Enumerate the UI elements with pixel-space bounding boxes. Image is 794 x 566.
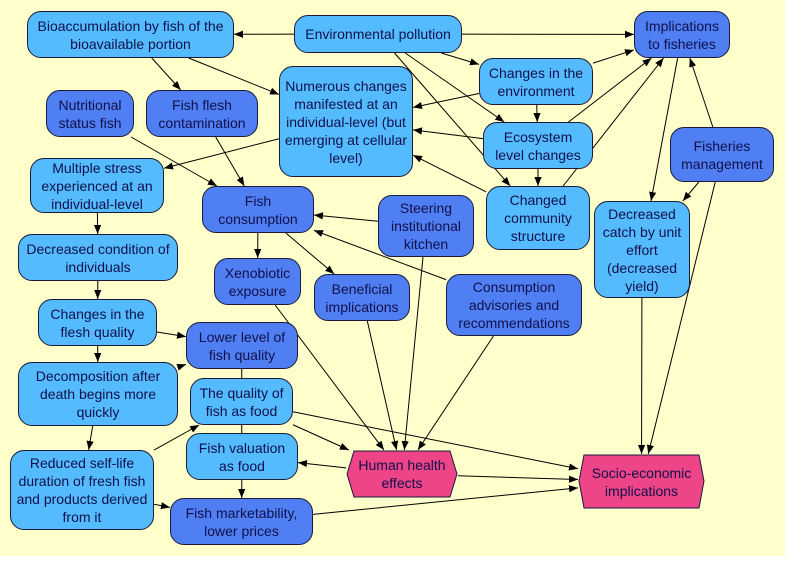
node-label: Numerous changes manifested at an indivi…: [284, 77, 408, 166]
node-decreased-catch[interactable]: Decreased catch by unit effort (decrease…: [594, 201, 690, 298]
node-socio-economic-implications[interactable]: Socio-economic implications: [578, 454, 705, 509]
node-label: Changes in the environment: [488, 64, 584, 99]
edge-changes_environment-to-implications_fisheries: [592, 49, 635, 64]
node-human-health-effects[interactable]: Human health effects: [346, 450, 458, 498]
node-label: The quality of fish as food: [199, 384, 284, 419]
node-label: Consumption advisories and recommendatio…: [458, 279, 570, 331]
node-consumption-advisories[interactable]: Consumption advisories and recommendatio…: [446, 274, 582, 336]
edge-changed_community-to-numerous_changes: [412, 154, 487, 193]
node-beneficial-implications[interactable]: Beneficial implications: [314, 274, 410, 321]
node-label: Fish consumption: [218, 192, 298, 227]
node-label: Nutritional status fish: [58, 96, 122, 131]
node-fish-consumption[interactable]: Fish consumption: [202, 186, 314, 233]
edge-human_health-to-socio_economic: [457, 475, 579, 483]
node-numerous-changes[interactable]: Numerous changes manifested at an indivi…: [279, 66, 413, 177]
node-label: Reduced self-life duration of fresh fish…: [16, 455, 148, 525]
edge-bioaccumulation-to-numerous_changes: [188, 57, 280, 95]
node-label: Implications to fisheries: [645, 17, 719, 52]
node-label: Decreased catch by unit effort (decrease…: [602, 205, 682, 294]
node-reduced-shelf-life[interactable]: Reduced self-life duration of fresh fish…: [10, 450, 154, 530]
node-decomposition[interactable]: Decomposition after death begins more qu…: [18, 362, 178, 426]
node-label: Changed community structure: [504, 192, 572, 244]
node-label: Decomposition after death begins more qu…: [35, 368, 161, 420]
node-fish-marketability[interactable]: Fish marketability, lower prices: [170, 498, 313, 545]
edge-env_pollution-to-changes_environment: [441, 52, 480, 66]
edge-advisories-to-human_health: [417, 335, 494, 451]
node-bioaccumulation[interactable]: Bioaccumulation by fish of the bioavaila…: [27, 11, 234, 58]
node-changed-community-structure[interactable]: Changed community structure: [486, 186, 590, 250]
edge-fisheries_management-to-decreased_catch: [682, 181, 700, 202]
node-nutritional-status-fish[interactable]: Nutritional status fish: [46, 90, 134, 137]
edge-quality_food-to-human_health: [292, 424, 350, 451]
edge-numerous_changes-to-multiple_stress: [163, 138, 280, 170]
node-multiple-stress[interactable]: Multiple stress experienced at an indivi…: [30, 158, 164, 213]
node-fish-valuation[interactable]: Fish valuation as food: [186, 433, 298, 480]
node-label: Decreased condition of individuals: [26, 240, 170, 275]
node-label: Beneficial implications: [325, 280, 399, 315]
node-steering-institutional-kitchen[interactable]: Steering institutional kitchen: [378, 195, 474, 257]
edge-decomposition-to-lower_quality: [176, 363, 187, 371]
hexagon-shape: [346, 450, 458, 498]
edge-fisheries_management-to-implications_fisheries: [689, 57, 714, 128]
node-xenobiotic-exposure[interactable]: Xenobiotic exposure: [214, 258, 301, 305]
edge-implications_fisheries-to-decreased_catch: [649, 57, 679, 202]
edge-flesh_quality-to-lower_quality: [156, 331, 187, 339]
node-quality-of-fish-as-food[interactable]: The quality of fish as food: [190, 378, 293, 425]
node-label: Fish flesh contamination: [158, 96, 246, 131]
node-label: Fish marketability, lower prices: [185, 504, 298, 539]
node-changes-in-environment[interactable]: Changes in the environment: [479, 58, 593, 105]
node-label: Steering institutional kitchen: [390, 200, 462, 252]
edge-human_health-to-valuation: [297, 460, 347, 469]
node-label: Multiple stress experienced at an indivi…: [41, 159, 153, 212]
edge-ecosystem_changes-to-numerous_changes: [412, 127, 484, 140]
node-implications-to-fisheries[interactable]: Implications to fisheries: [634, 11, 730, 58]
node-label: Lower level of fish quality: [198, 328, 286, 363]
edge-changes_environment-to-ecosystem_changes: [533, 104, 541, 123]
edge-changes_environment-to-numerous_changes: [412, 93, 480, 110]
node-label: Fish valuation as food: [198, 439, 286, 474]
node-label: Changes in the flesh quality: [50, 305, 145, 340]
node-label: Socio-economic implications: [591, 464, 692, 499]
edge-beneficial-to-human_health: [366, 320, 399, 451]
edge-bioaccumulation-to-flesh_contamination: [151, 57, 182, 91]
edge-flesh_contamination-to-fish_consumption: [215, 136, 245, 187]
node-decreased-condition[interactable]: Decreased condition of individuals: [18, 234, 178, 281]
edge-steering_kitchen-to-fish_consumption: [313, 212, 379, 222]
node-label: Environmental pollution: [305, 26, 451, 42]
edge-reduced_shelf-to-marketability: [153, 502, 171, 510]
node-label: Bioaccumulation by fish of the bioavaila…: [37, 17, 224, 52]
node-label: Ecosystem level changes: [495, 128, 581, 163]
edge-decomposition-to-reduced_shelf: [86, 425, 94, 451]
node-label: Human health effects: [358, 457, 446, 491]
node-fish-flesh-contamination[interactable]: Fish flesh contamination: [146, 90, 258, 137]
node-fisheries-management[interactable]: Fisheries management: [670, 127, 774, 182]
node-changes-flesh-quality[interactable]: Changes in the flesh quality: [38, 299, 157, 346]
node-environmental-pollution[interactable]: Environmental pollution: [294, 15, 462, 53]
node-ecosystem-level-changes[interactable]: Ecosystem level changes: [483, 122, 593, 169]
node-label: Xenobiotic exposure: [224, 264, 291, 299]
diagram-canvas: Bioaccumulation by fish of the bioavaila…: [0, 0, 785, 556]
hexagon-shape: [578, 454, 705, 509]
node-label: Fisheries management: [681, 137, 763, 172]
node-lower-level-fish-quality[interactable]: Lower level of fish quality: [186, 322, 298, 369]
